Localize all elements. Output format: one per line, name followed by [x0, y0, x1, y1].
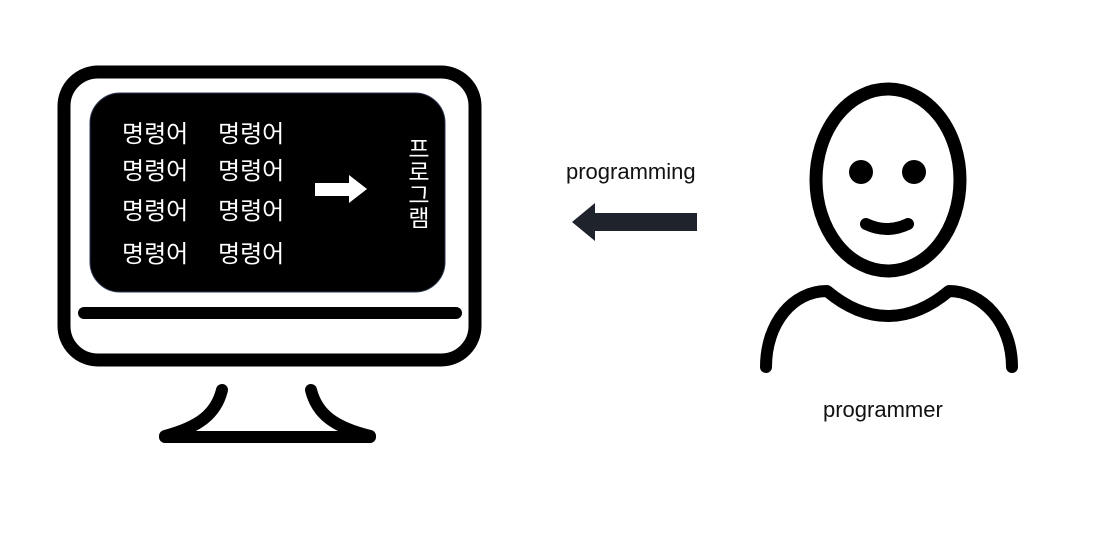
- left-arrow-icon: [572, 203, 697, 241]
- programmer-label: programmer: [823, 397, 943, 422]
- instruction-row-3-col-2: 명령어: [218, 197, 285, 225]
- right-arrow-icon: [315, 175, 367, 203]
- instruction-row-4-col-1: 명령어: [122, 240, 189, 268]
- instruction-row-1-col-1: 명령어: [122, 120, 189, 148]
- person-head: [809, 82, 967, 278]
- monitor-screen: [89, 92, 446, 293]
- person-icon: [760, 82, 1018, 373]
- person-shoulders: [760, 285, 1018, 373]
- monitor-icon: [57, 65, 482, 443]
- instruction-row-4-col-2: 명령어: [218, 240, 285, 268]
- person-smile: [860, 218, 914, 235]
- instruction-row-3-col-1: 명령어: [122, 197, 189, 225]
- instruction-row-1-col-2: 명령어: [218, 120, 285, 148]
- monitor-stand-left: [159, 384, 228, 442]
- instruction-row-2-col-2: 명령어: [218, 157, 285, 185]
- person-right-eye: [902, 160, 926, 184]
- person-left-eye: [849, 160, 873, 184]
- monitor-frame: [57, 65, 482, 367]
- instruction-row-2-col-1: 명령어: [122, 157, 189, 185]
- program-label: 프로그램: [403, 137, 429, 229]
- monitor-stand-right: [305, 384, 376, 442]
- programming-label: programming: [566, 159, 696, 184]
